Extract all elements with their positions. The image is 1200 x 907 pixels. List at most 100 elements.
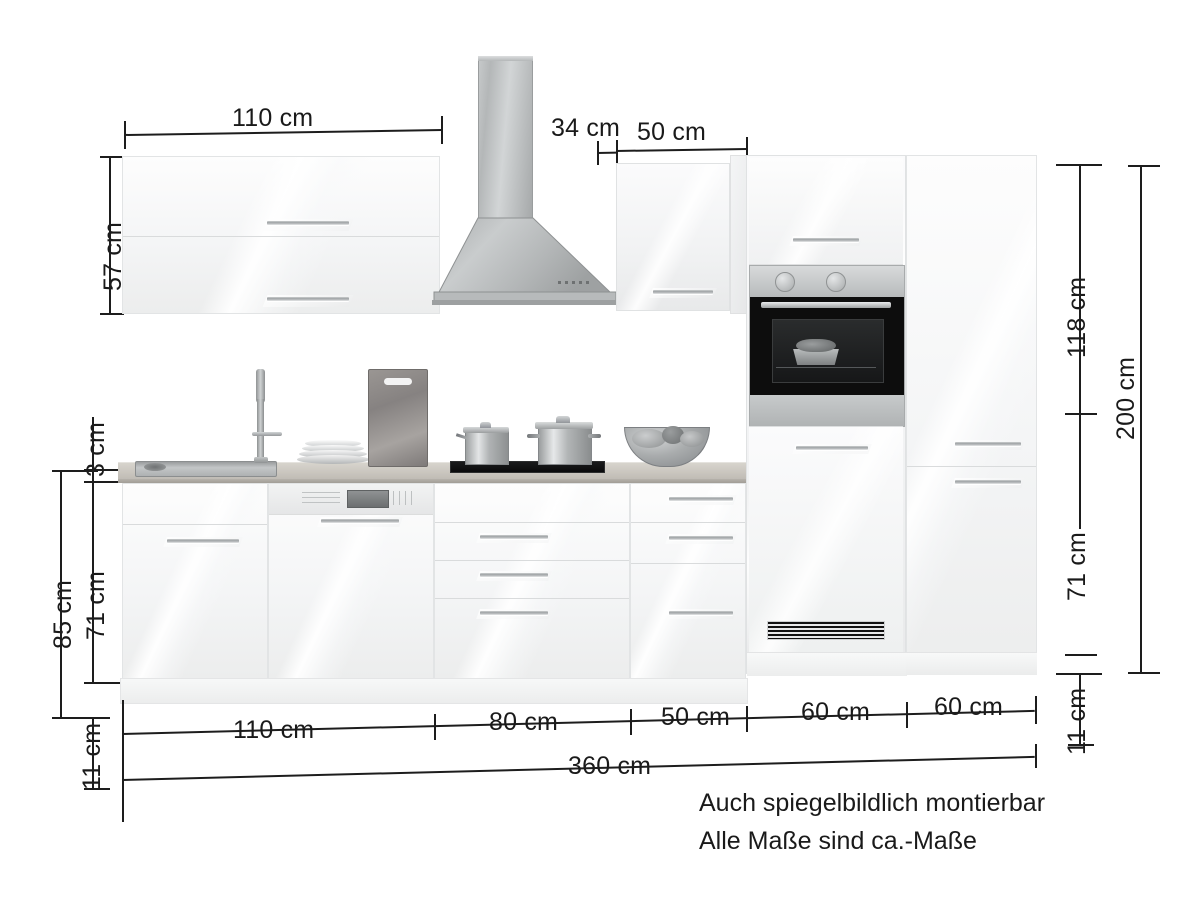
pot-large-lid [535, 422, 593, 429]
wall-cabinet-50-handle[interactable] [653, 290, 713, 294]
wall-cabinet-handle-bottom[interactable] [267, 297, 349, 301]
drawer-50-handle-2[interactable] [669, 536, 733, 540]
hood-light-indicators [558, 281, 590, 284]
plate-stack [297, 440, 369, 464]
pot-small-body [465, 431, 509, 465]
drawer-80-handle-2[interactable] [480, 535, 548, 539]
dim-label-50-bottom: 50 cm [661, 703, 731, 731]
dim-tick-200-top [1128, 165, 1160, 167]
dim-line-57 [109, 156, 111, 314]
oven-unit-plinth [747, 652, 907, 676]
oven-dish [793, 349, 839, 365]
dim-label-110-bottom: 110 cm [233, 716, 315, 744]
dim-label-118: 118 cm [1063, 276, 1091, 358]
dim-chain-tick-5 [1035, 696, 1037, 724]
sink-base-cabinet[interactable] [122, 483, 268, 679]
faucet [244, 369, 284, 469]
dishwasher[interactable] [268, 483, 434, 679]
dim-line-71-left [92, 481, 94, 683]
ventilation-grille [767, 621, 885, 640]
sink-base-top-seam [123, 524, 267, 525]
base-row-plinth [120, 678, 748, 704]
fruit-bowl [624, 419, 710, 467]
drawer-unit-50[interactable] [630, 483, 746, 679]
dim-tick-11-right-top [1068, 673, 1094, 675]
faucet-neck [257, 399, 264, 459]
dishwasher-indicator-dots [393, 491, 415, 505]
drawer-80-seam-3 [435, 598, 629, 599]
dim-line-85 [60, 470, 62, 718]
dim-tick-11-right-bottom [1068, 744, 1094, 746]
hood-canopy [432, 217, 617, 305]
wall-cabinet-handle-top[interactable] [267, 221, 349, 225]
dim-line-11-right [1079, 673, 1081, 745]
drawer-80-handle-4[interactable] [480, 611, 548, 615]
dim-tick-71-right-bottom [1065, 654, 1097, 656]
oven-door-handle[interactable] [761, 302, 891, 308]
cutting-board-handle-hole [384, 378, 412, 385]
dishwasher-handle[interactable] [321, 519, 399, 523]
drawer-80-handle-3[interactable] [480, 573, 548, 577]
tall-cabinet-seam [907, 466, 1036, 467]
sink-base-handle[interactable] [167, 539, 239, 543]
wall-cabinet-110[interactable] [122, 156, 440, 314]
oven-lower-trim [750, 395, 904, 426]
oven-knob-left[interactable] [775, 272, 795, 292]
drawer-50-handle-1[interactable] [669, 497, 733, 501]
range-hood[interactable] [432, 56, 617, 305]
dim-label-71-right: 71 cm [1063, 531, 1091, 601]
drawer-50-seam-2 [631, 563, 745, 564]
dim-tick-34-right [616, 140, 618, 164]
dim-line-11-left [92, 717, 94, 789]
dim-tick-50-right [746, 137, 748, 161]
tall-cabinet-handle-upper[interactable] [955, 442, 1021, 446]
pot-small-knob [480, 422, 491, 428]
worktop-front-edge [118, 479, 746, 483]
dim-label-71-left: 71 cm [82, 570, 110, 640]
oven-door-glass[interactable] [750, 297, 904, 395]
pot-large-knob [556, 416, 570, 423]
fridge-unit[interactable] [749, 426, 903, 653]
pot-large-body [538, 427, 592, 465]
dim-line-3 [92, 417, 94, 482]
drawer-unit-80[interactable] [434, 483, 630, 679]
tall-cabinet-handle-lower[interactable] [955, 480, 1021, 484]
fruit-item-1 [632, 429, 666, 448]
drawer-80-seam-2 [435, 560, 629, 561]
dishwasher-buttons[interactable] [302, 492, 340, 505]
plate-3 [299, 450, 367, 458]
dim-chain-tick-1 [434, 714, 436, 740]
tall-cabinet-60[interactable] [906, 155, 1037, 675]
oven-upper-door-handle[interactable] [793, 238, 859, 242]
dim-tick-57-bottom [100, 313, 124, 315]
oven-upper-door[interactable] [749, 158, 903, 265]
dim-label-60-tall: 60 cm [934, 693, 1004, 721]
dim-chain-tick-4 [906, 702, 908, 728]
fruit-item-3 [680, 431, 704, 447]
dim-label-50-top: 50 cm [637, 118, 707, 146]
faucet-lever[interactable] [252, 432, 282, 436]
dim-tick-57-top [100, 156, 124, 158]
built-in-oven[interactable] [749, 265, 905, 427]
drawer-50-handle-3[interactable] [669, 611, 733, 615]
oven-knob-right[interactable] [826, 272, 846, 292]
hood-chimney-top-edge [478, 56, 533, 61]
dim-label-34: 34 cm [551, 114, 621, 142]
pot-large-handle-right [588, 434, 601, 438]
faucet-spout-head [256, 369, 265, 403]
dim-extension-left-bottom [122, 700, 124, 822]
pot-large-handle-left [527, 434, 540, 438]
dim-chain-tick-3 [746, 706, 748, 732]
fruit-item-2 [662, 426, 684, 444]
dim-label-200: 200 cm [1112, 356, 1140, 440]
wall-cabinet-50[interactable] [616, 163, 730, 311]
tall-cabinet-plinth [906, 652, 1037, 675]
cutting-board [368, 369, 428, 467]
plate-1 [305, 440, 361, 447]
oven-tall-unit[interactable] [746, 155, 907, 676]
sink-drain [144, 463, 166, 471]
fridge-handle[interactable] [796, 446, 868, 450]
dim-tick-85-bottom [52, 717, 98, 719]
dim-tick-118-top [1056, 164, 1102, 166]
dim-line-50-top [615, 147, 747, 152]
